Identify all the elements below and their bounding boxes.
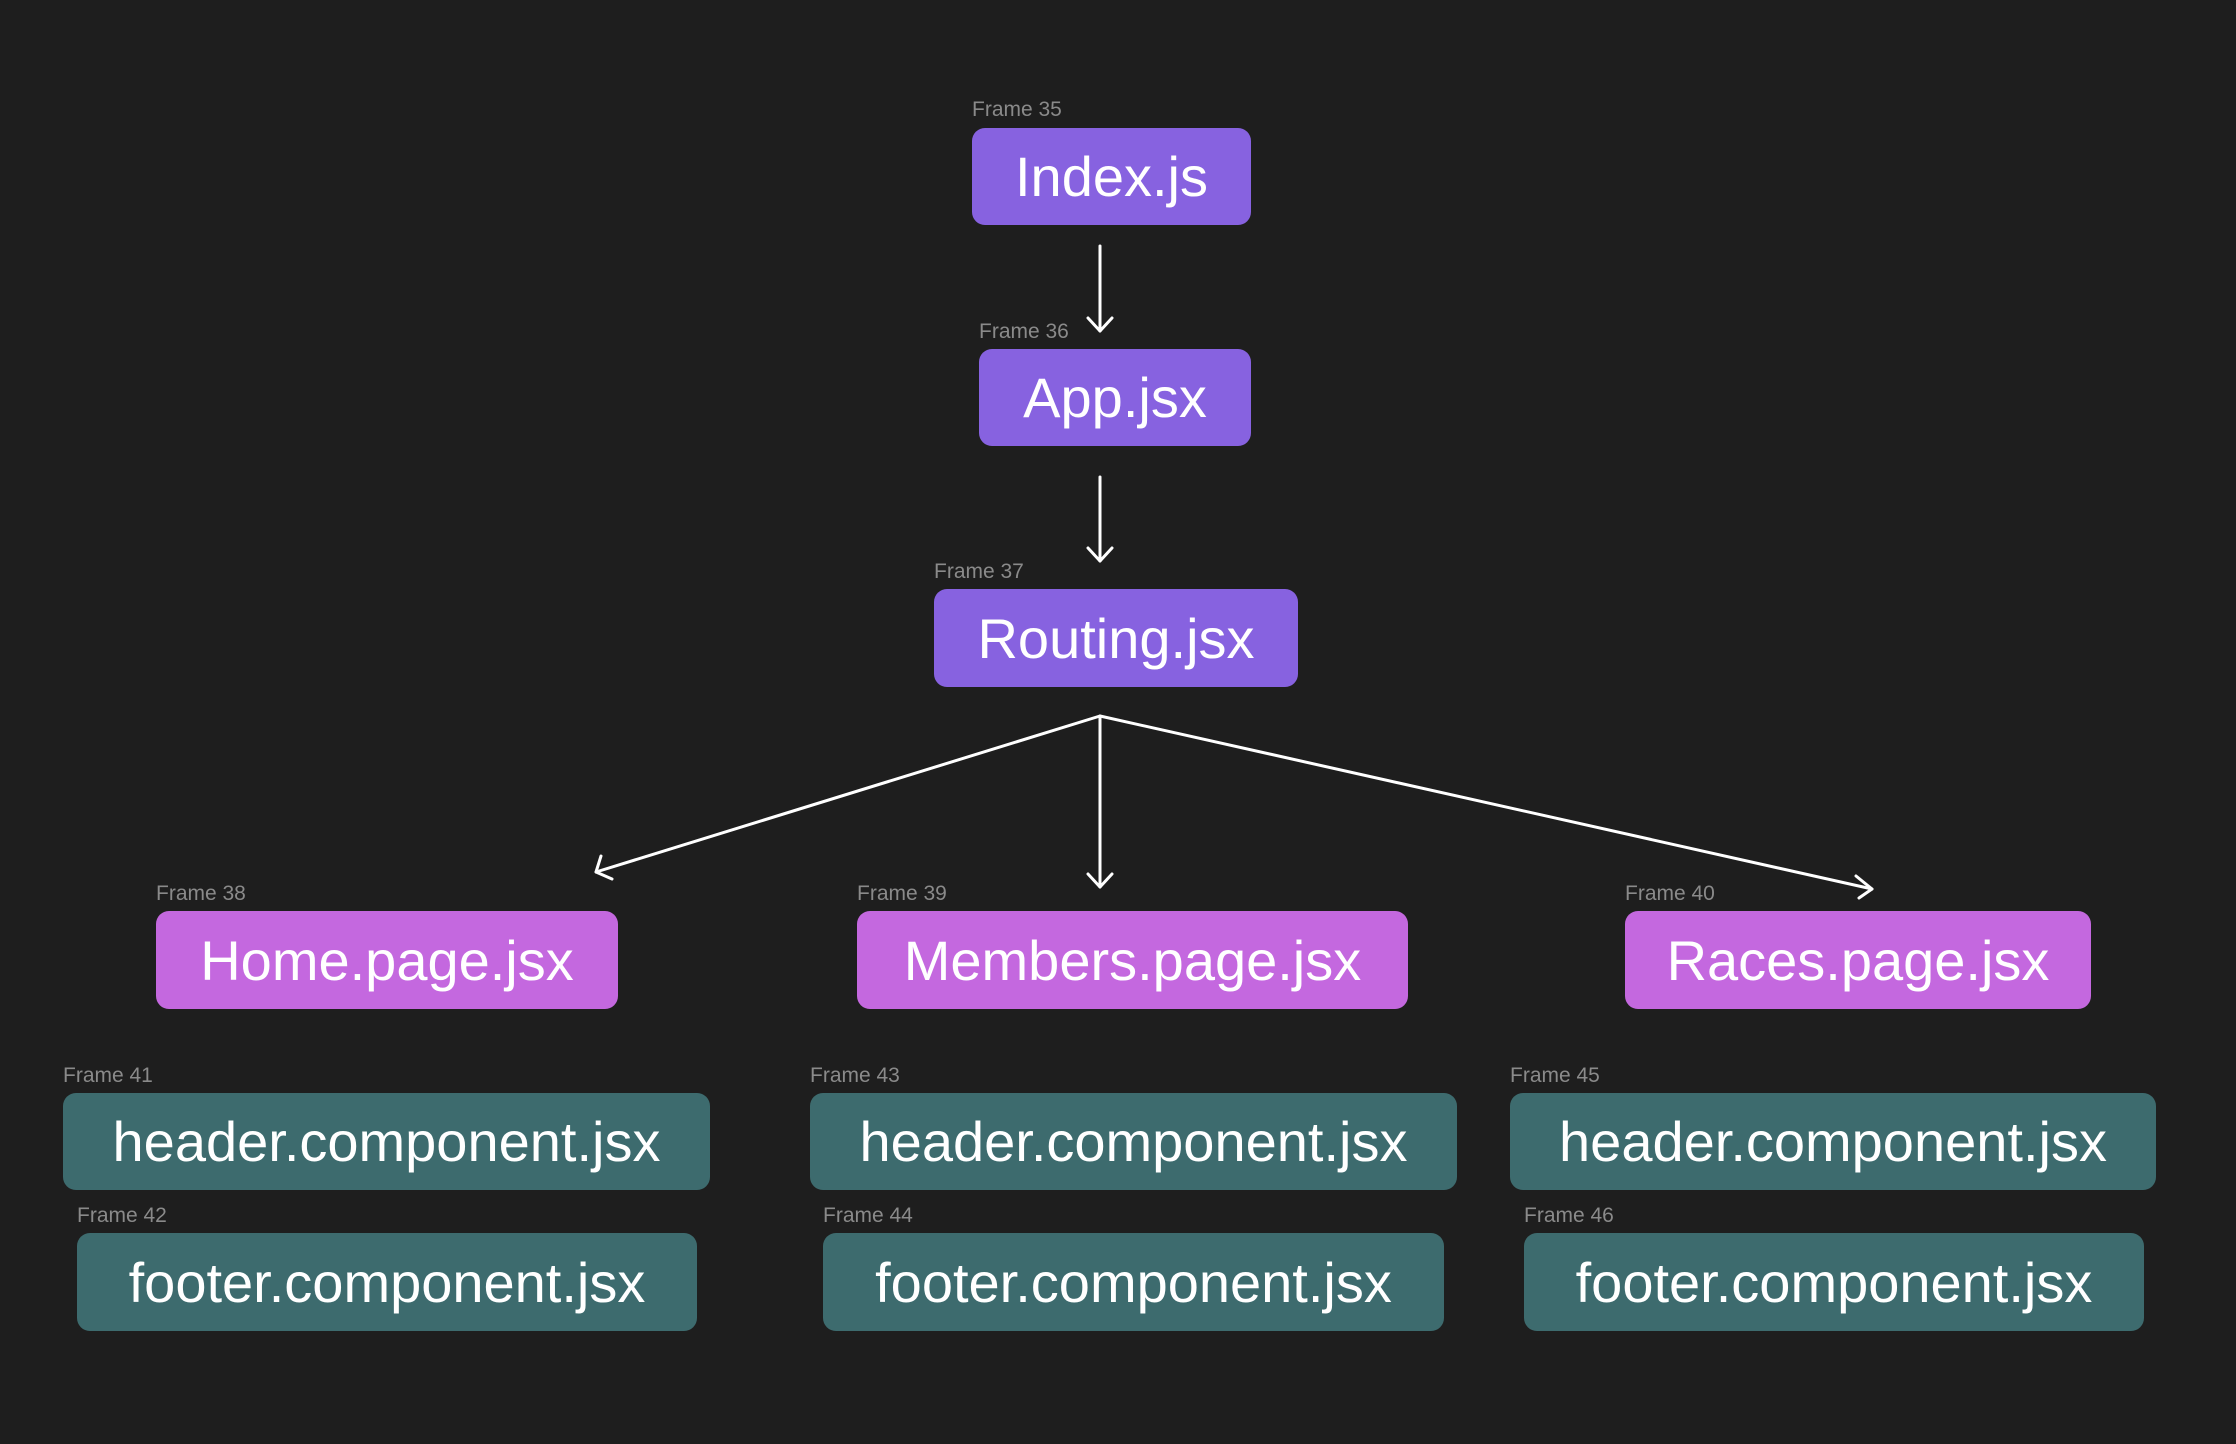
frame-label-43: Frame 43 xyxy=(810,1064,900,1087)
frame-label-45: Frame 45 xyxy=(1510,1064,1600,1087)
arrow-routing-to-members xyxy=(1086,714,1114,889)
node-members-page[interactable]: Members.page.jsx xyxy=(857,911,1408,1009)
frame-label-44: Frame 44 xyxy=(823,1204,913,1227)
frame-label-37: Frame 37 xyxy=(934,560,1024,583)
node-members-footer-component[interactable]: footer.component.jsx xyxy=(823,1233,1444,1331)
node-home-footer-component[interactable]: footer.component.jsx xyxy=(77,1233,697,1331)
frame-label-36: Frame 36 xyxy=(979,320,1069,343)
arrow-routing-to-home xyxy=(594,714,1102,881)
node-races-footer-component[interactable]: footer.component.jsx xyxy=(1524,1233,2144,1331)
node-home-page[interactable]: Home.page.jsx xyxy=(156,911,618,1009)
arrow-app-to-routing xyxy=(1086,475,1114,563)
frame-label-38: Frame 38 xyxy=(156,882,246,905)
frame-label-39: Frame 39 xyxy=(857,882,947,905)
frame-label-41: Frame 41 xyxy=(63,1064,153,1087)
node-races-header-component[interactable]: header.component.jsx xyxy=(1510,1093,2156,1190)
node-home-header-component[interactable]: header.component.jsx xyxy=(63,1093,710,1190)
frame-label-46: Frame 46 xyxy=(1524,1204,1614,1227)
node-members-header-component[interactable]: header.component.jsx xyxy=(810,1093,1457,1190)
node-index-js[interactable]: Index.js xyxy=(972,128,1251,225)
frame-label-40: Frame 40 xyxy=(1625,882,1715,905)
arrow-routing-to-races xyxy=(1098,714,1874,900)
node-app-jsx[interactable]: App.jsx xyxy=(979,349,1251,446)
node-routing-jsx[interactable]: Routing.jsx xyxy=(934,589,1298,687)
arrow-index-to-app xyxy=(1086,244,1114,333)
frame-label-35: Frame 35 xyxy=(972,98,1062,121)
frame-label-42: Frame 42 xyxy=(77,1204,167,1227)
node-races-page[interactable]: Races.page.jsx xyxy=(1625,911,2091,1009)
